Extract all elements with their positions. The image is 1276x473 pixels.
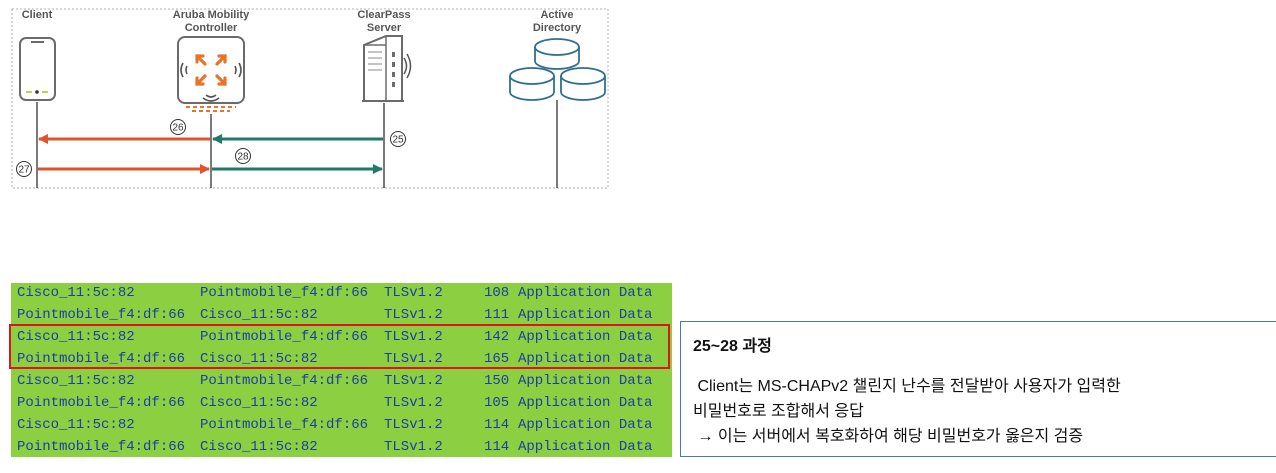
packet-protocol: TLSv1.2: [384, 351, 443, 367]
step-badge-28: 28: [235, 148, 251, 164]
step-badge-27: 27: [16, 161, 32, 177]
node-label-clearpass-line1: ClearPass: [357, 9, 410, 21]
packet-row[interactable]: Pointmobile_f4:df:66 Cisco_11:5c:82 TLSv…: [11, 349, 672, 371]
highlighted-packets-box: [9, 324, 670, 369]
packet-length: 114: [484, 417, 510, 433]
diagram-frame: [11, 8, 609, 189]
client-phone-icon: [19, 37, 56, 101]
packet-protocol: TLSv1.2: [384, 439, 443, 455]
svg-text:27: 27: [18, 165, 30, 176]
step-badge-25: 25: [390, 131, 406, 147]
packet-length: 165: [484, 351, 510, 367]
packet-destination: Pointmobile_f4:df:66: [200, 417, 369, 433]
active-directory-database-icon: [509, 38, 606, 101]
packet-row[interactable]: Cisco_11:5c:82 Pointmobile_f4:df:66 TLSv…: [11, 415, 672, 437]
packet-info: Application Data: [518, 417, 653, 433]
packet-protocol: TLSv1.2: [384, 373, 443, 389]
packet-source: Cisco_11:5c:82: [17, 373, 135, 389]
note-line: 비밀번호로 조합해서 응답: [693, 403, 864, 420]
packet-protocol: TLSv1.2: [384, 285, 443, 301]
node-label-ad-line2: Directory: [533, 22, 582, 34]
svg-text:25: 25: [392, 135, 404, 146]
clearpass-server-icon: [362, 35, 412, 102]
packet-destination: Cisco_11:5c:82: [200, 395, 318, 411]
node-label-client: Client: [22, 9, 53, 21]
packet-destination: Cisco_11:5c:82: [200, 307, 318, 323]
packet-length: 111: [484, 307, 510, 323]
packet-length: 105: [484, 395, 510, 411]
packet-info: Application Data: [518, 285, 653, 301]
packet-source: Cisco_11:5c:82: [17, 285, 135, 301]
packet-row[interactable]: Pointmobile_f4:df:66 Cisco_11:5c:82 TLSv…: [11, 393, 672, 415]
packet-source: Pointmobile_f4:df:66: [17, 351, 186, 367]
packet-source: Cisco_11:5c:82: [17, 417, 135, 433]
explanation-note-box: 25~28 과정 Client는 MS-CHAPv2 챌린지 난수를 전달받아 …: [680, 321, 1276, 457]
packet-destination: Cisco_11:5c:82: [200, 439, 318, 455]
packet-protocol: TLSv1.2: [384, 329, 443, 345]
packet-length: 142: [484, 329, 510, 345]
packet-destination: Pointmobile_f4:df:66: [200, 329, 369, 345]
packet-info: Application Data: [518, 373, 653, 389]
packet-source: Pointmobile_f4:df:66: [17, 395, 186, 411]
note-line: Client는 MS-CHAPv2 챌린지 난수를 전달받아 사용자가 입력한: [693, 378, 1121, 395]
packet-protocol: TLSv1.2: [384, 395, 443, 411]
packet-info: Application Data: [518, 395, 653, 411]
node-label-controller-line2: Controller: [185, 22, 238, 34]
note-line: → 이는 서버에서 복호화하여 해당 비밀번호가 옳은지 검증: [693, 428, 1084, 445]
packet-destination: Pointmobile_f4:df:66: [200, 285, 369, 301]
svg-text:28: 28: [237, 152, 249, 163]
node-label-clearpass-line2: Server: [367, 22, 402, 34]
packet-source: Cisco_11:5c:82: [17, 329, 135, 345]
packet-row[interactable]: Cisco_11:5c:82 Pointmobile_f4:df:66 TLSv…: [11, 327, 672, 349]
packet-protocol: TLSv1.2: [384, 307, 443, 323]
packet-source: Pointmobile_f4:df:66: [17, 307, 186, 323]
sequence-diagram: Client Aruba Mobility Controller ClearPa…: [11, 8, 609, 189]
packet-row[interactable]: Pointmobile_f4:df:66 Cisco_11:5c:82 TLSv…: [11, 305, 672, 327]
packet-row[interactable]: Cisco_11:5c:82 Pointmobile_f4:df:66 TLSv…: [11, 371, 672, 393]
packet-destination: Cisco_11:5c:82: [200, 351, 318, 367]
packet-destination: Pointmobile_f4:df:66: [200, 373, 369, 389]
node-label-controller-line1: Aruba Mobility: [173, 9, 250, 21]
packet-info: Application Data: [518, 307, 653, 323]
packet-protocol: TLSv1.2: [384, 417, 443, 433]
packet-length: 150: [484, 373, 510, 389]
controller-icon: [177, 36, 245, 112]
packet-row[interactable]: Cisco_11:5c:82 Pointmobile_f4:df:66 TLSv…: [11, 283, 672, 305]
note-title: 25~28 과정: [693, 338, 772, 355]
packet-list: Cisco_11:5c:82 Pointmobile_f4:df:66 TLSv…: [11, 283, 672, 457]
packet-length: 108: [484, 285, 510, 301]
packet-source: Pointmobile_f4:df:66: [17, 439, 186, 455]
packet-row[interactable]: Pointmobile_f4:df:66 Cisco_11:5c:82 TLSv…: [11, 437, 672, 459]
step-badge-26: 26: [170, 119, 186, 135]
packet-info: Application Data: [518, 439, 653, 455]
packet-length: 114: [484, 439, 510, 455]
packet-info: Application Data: [518, 329, 653, 345]
svg-text:26: 26: [172, 123, 184, 134]
packet-info: Application Data: [518, 351, 653, 367]
node-label-ad-line1: Active: [540, 9, 573, 21]
